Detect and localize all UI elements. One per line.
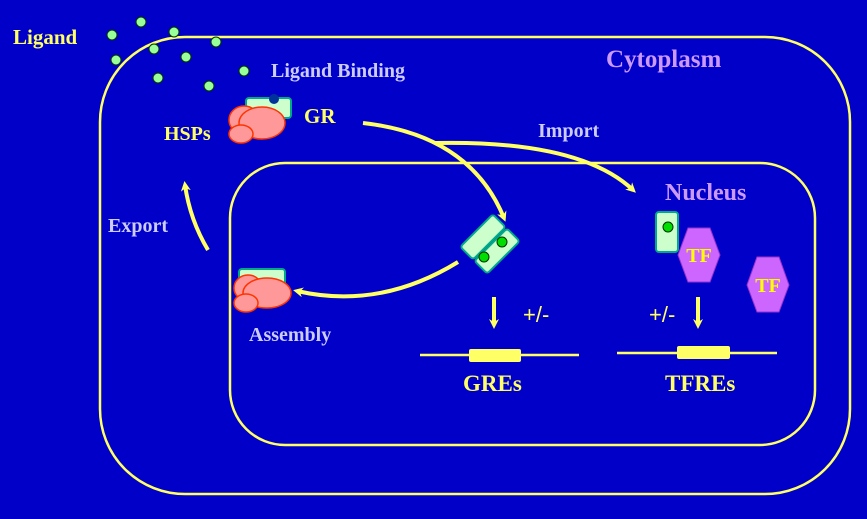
bound-ligand <box>496 236 508 248</box>
cell-membrane <box>98 35 852 496</box>
free-ligands <box>106 16 250 92</box>
ligand-molecule <box>110 54 122 66</box>
gr-monomer <box>460 214 506 260</box>
import-arrow <box>434 140 636 193</box>
cytoplasm-label: Cytoplasm <box>606 46 722 73</box>
gr-dimer <box>460 214 520 274</box>
ligand-molecule <box>203 80 215 92</box>
bound-ligand <box>662 221 674 233</box>
assembly-arrow <box>293 260 460 299</box>
bound-ligand <box>478 251 490 263</box>
hsp-protein <box>228 124 254 144</box>
ligand-molecule <box>180 51 192 63</box>
import-label: Import <box>538 120 600 142</box>
ligand-molecule <box>152 72 164 84</box>
tfre-plus-minus-label: +/- <box>649 302 676 327</box>
ligand-molecule <box>135 16 147 28</box>
ligand-molecule <box>106 29 118 41</box>
ligand-binding-label: Ligand Binding <box>271 60 405 82</box>
hsp-protein <box>233 293 259 313</box>
assembly-label: Assembly <box>249 324 332 346</box>
ligand-molecule <box>148 43 160 55</box>
ligand-molecule <box>168 26 180 38</box>
export-label: Export <box>108 215 168 237</box>
gre-element-box <box>469 349 521 362</box>
gr-label: GR <box>304 104 336 128</box>
ligand-label: Ligand <box>13 25 78 49</box>
arrow-to-dimer <box>362 121 507 222</box>
assembled-gr-hsp-complex <box>233 268 292 313</box>
tfres-label: TFREs <box>665 371 736 396</box>
nucleus-label: Nucleus <box>665 180 747 206</box>
gre-plus-minus-label: +/- <box>523 302 550 327</box>
hsps-label: HSPs <box>164 123 211 145</box>
ligand-molecule <box>210 36 222 48</box>
tfre-element-box <box>677 346 730 359</box>
nuclear-membrane <box>228 161 817 447</box>
gr-hsp-complex <box>228 94 292 144</box>
tf-label: TF <box>686 245 712 267</box>
tf-hexagon <box>746 256 790 313</box>
tf-hexagon <box>677 227 721 283</box>
tf-label: TF <box>755 275 781 297</box>
ligand-binding-site <box>269 94 279 104</box>
export-arrow <box>180 181 210 252</box>
gres-label: GREs <box>463 371 522 396</box>
ligand-molecule <box>238 65 250 77</box>
